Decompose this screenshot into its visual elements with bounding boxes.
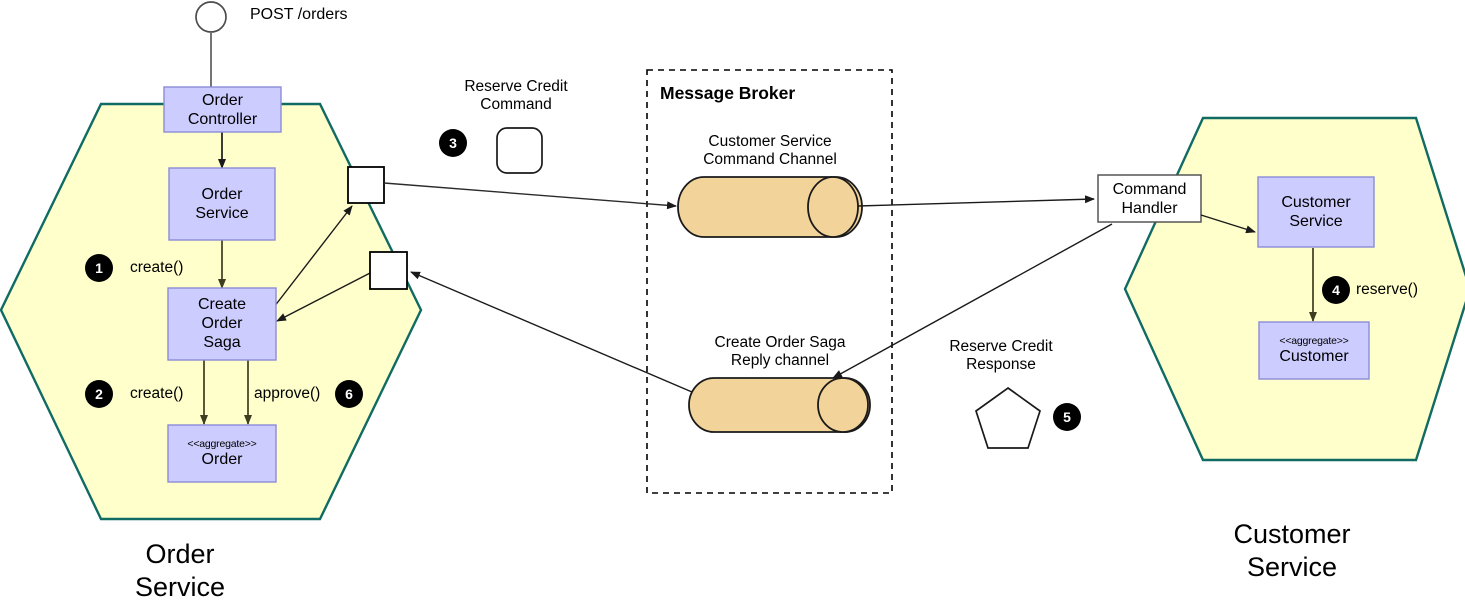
message-broker-container [646, 69, 893, 494]
reserve-credit-response-shape [975, 386, 1041, 449]
reserve-credit-command-shape [496, 127, 543, 174]
order-service-box [168, 167, 276, 241]
create-order-saga-reply-channel-shape [688, 377, 871, 433]
customer-service-command-channel-shape [677, 176, 863, 238]
edge-saga-to-outbound-adapter [273, 205, 353, 308]
customer-service-box [1257, 176, 1375, 248]
edge-adapter-to-command-channel [383, 182, 677, 210]
entrypoint-circle [195, 1, 227, 33]
customer-aggregate-box [1258, 321, 1370, 380]
edge-command-channel-to-handler [857, 195, 1095, 207]
badge-2-circle [85, 380, 113, 408]
badge-4-circle [1322, 276, 1350, 304]
edge-handler-to-customer-service [1200, 214, 1256, 234]
command-handler-box [1097, 174, 1202, 223]
badge-6-circle [335, 380, 363, 408]
badge-3-circle [439, 129, 467, 157]
badge-1-circle [85, 254, 113, 282]
edge-inbound-adapter-to-saga [276, 271, 373, 322]
edge-reply-channel-to-inbound-adapter [410, 271, 693, 393]
order-controller-box [163, 86, 282, 133]
edge-handler-to-reply-channel [832, 223, 1113, 379]
inbound-adapter-square [369, 251, 408, 290]
order-aggregate-box [167, 424, 277, 483]
badge-5-circle [1053, 403, 1081, 431]
outbound-adapter-square [347, 166, 385, 204]
customer-service-hexagon [1123, 116, 1465, 462]
create-order-saga-box [167, 287, 277, 361]
